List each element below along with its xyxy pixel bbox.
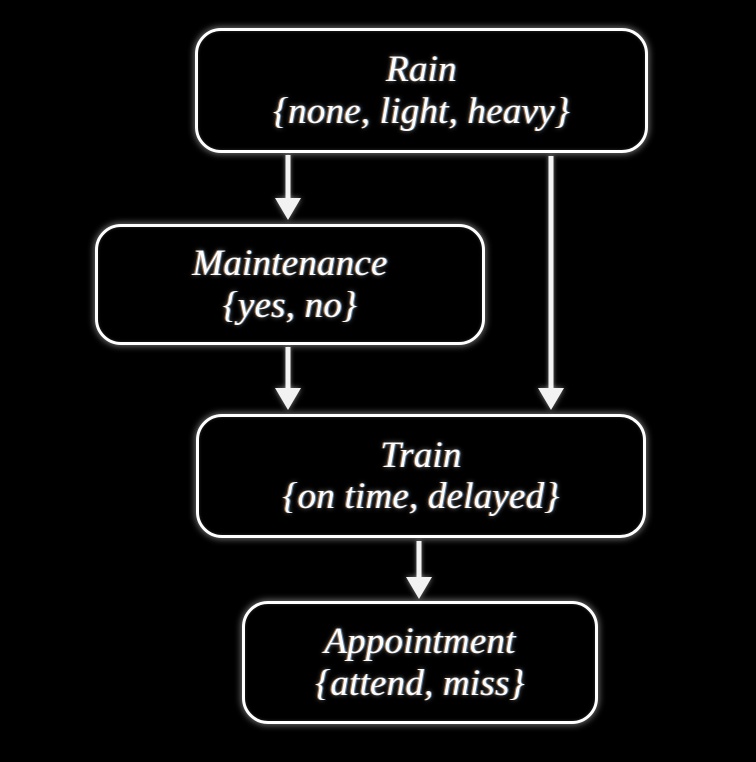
node-appointment-name: Appointment <box>324 621 516 663</box>
node-appointment[interactable]: Appointment {attend, miss} <box>242 601 598 724</box>
node-train[interactable]: Train {on time, delayed} <box>196 414 646 538</box>
edge-maintenance-to-train <box>272 347 304 410</box>
edge-shaft <box>416 541 422 579</box>
edge-train-to-appointment <box>403 541 435 599</box>
node-train-states: {on time, delayed} <box>282 476 560 517</box>
arrowhead-down-icon <box>538 388 564 410</box>
edge-rain-to-train <box>535 156 567 410</box>
node-rain-name: Rain <box>386 49 457 91</box>
node-rain-states: {none, light, heavy} <box>273 90 570 132</box>
edge-rain-to-maintenance <box>272 155 304 220</box>
node-maintenance-name: Maintenance <box>192 243 388 285</box>
node-appointment-states: {attend, miss} <box>315 662 525 704</box>
arrowhead-down-icon <box>275 388 301 410</box>
arrowhead-down-icon <box>275 198 301 220</box>
node-maintenance[interactable]: Maintenance {yes, no} <box>95 224 485 345</box>
edge-shaft <box>285 347 291 390</box>
edge-shaft <box>285 155 291 200</box>
node-train-name: Train <box>380 434 462 476</box>
edge-shaft <box>548 156 554 390</box>
arrowhead-down-icon <box>406 577 432 599</box>
node-rain[interactable]: Rain {none, light, heavy} <box>195 28 648 153</box>
node-maintenance-states: {yes, no} <box>222 284 358 326</box>
